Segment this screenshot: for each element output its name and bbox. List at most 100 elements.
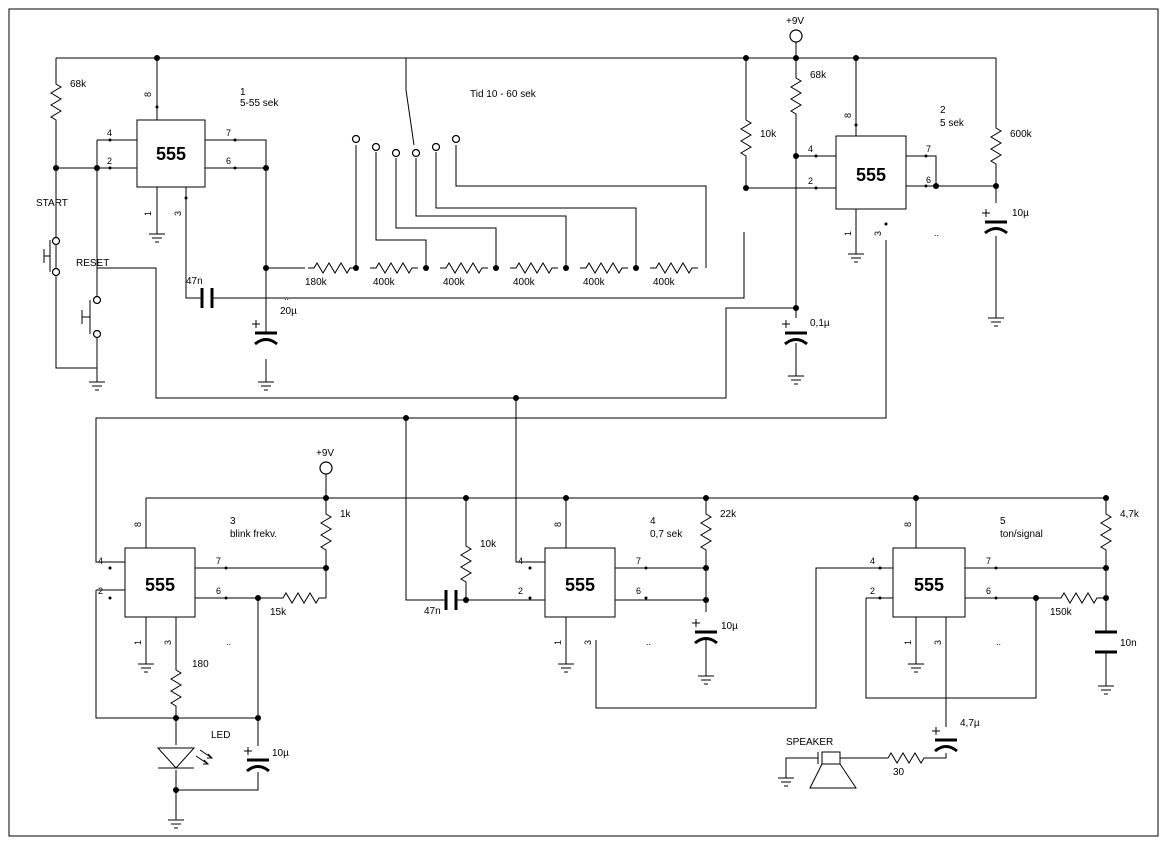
svg-text:3: 3 [173,211,183,216]
label-180: 180 [192,659,209,670]
label-15k: 15k [270,607,287,618]
chip-555-2: 555 [835,135,907,210]
ground-led [167,811,185,829]
label-20u: 20µ [280,306,297,317]
reset-switch [81,295,102,339]
supply-label-bottom: +9V [316,448,334,459]
svg-text:2: 2 [808,176,813,186]
svg-text:8: 8 [903,522,913,527]
reset-label: RESET [76,258,109,269]
label-30: 30 [893,767,905,778]
chip-3-desc: blink frekv. [230,529,277,540]
chip-3-number: 3 [230,516,236,527]
label-10u-4: 10µ [721,621,738,632]
resistor-180k [307,262,357,274]
junctions [53,55,1109,793]
svg-text:4: 4 [107,128,112,138]
svg-text:8: 8 [143,92,153,97]
resistor-4k7 [1100,507,1112,557]
capacitor-0u1 [780,318,809,346]
label-47n-1: 47n [186,276,203,287]
svg-text:2: 2 [98,586,103,596]
svg-text:7: 7 [986,556,991,566]
resistor-15k [276,592,326,604]
time-selector-switch [351,134,461,158]
resistor-180 [170,663,182,713]
svg-text:..: .. [226,637,231,647]
label-400k-4: 400k [583,277,606,288]
svg-text:6: 6 [926,175,931,185]
svg-text:..: .. [996,637,1001,647]
label-400k-5: 400k [653,277,676,288]
wiring [55,42,1107,812]
label-10u-3: 10µ [272,748,289,759]
capacitor-4u7 [930,725,959,753]
svg-text:555: 555 [914,575,944,595]
resistor-400k-1 [369,262,419,274]
svg-text:1: 1 [133,640,143,645]
svg-text:2: 2 [107,156,112,166]
ground-c01u [787,367,805,385]
svg-text:1: 1 [903,640,913,645]
ground-c10n [1097,677,1115,695]
resistor-10k-top [740,113,752,163]
capacitor-10u-4 [690,617,719,645]
svg-text:2: 2 [870,586,875,596]
ground-chip4 [557,655,575,673]
resistor-400k-3 [509,262,559,274]
resistor-1k [320,507,332,557]
label-400k-2: 400k [443,277,466,288]
label-150k: 150k [1050,607,1073,618]
start-switch [43,236,61,277]
resistor-30 [881,752,931,764]
ground-speaker [777,769,795,787]
chip-1-desc: 5-55 sek [240,98,279,109]
time-selector-label: Tid 10 - 60 sek [470,89,537,100]
label-4k7: 4,7k [1120,509,1140,520]
capacitor-47n-4 [442,590,460,610]
svg-text:8: 8 [133,522,143,527]
label-10k-4: 10k [480,539,497,550]
chip-2-number: 2 [940,105,946,116]
ground-c20u [257,373,275,391]
supply-terminal-bottom [319,461,333,475]
ground-chip1 [148,225,166,243]
chip-5-desc: ton/signal [1000,529,1043,540]
label-10n: 10n [1120,638,1137,649]
label-4u7: 4,7µ [960,718,980,729]
svg-text:..: .. [284,292,289,302]
svg-text:3: 3 [933,640,943,645]
svg-text:7: 7 [226,128,231,138]
svg-text:555: 555 [156,144,186,164]
ground-c10u-2 [987,309,1005,327]
svg-text:6: 6 [636,586,641,596]
supply-terminal-top [789,29,803,43]
resistor-68k-top [790,71,802,121]
resistor-400k-5 [649,262,699,274]
svg-text:555: 555 [565,575,595,595]
resistor-10k-4 [460,539,472,589]
svg-text:4: 4 [808,144,813,154]
chip-555-1: 555 [136,119,206,188]
svg-text:7: 7 [636,556,641,566]
svg-text:8: 8 [553,522,563,527]
svg-text:..: .. [934,228,939,238]
capacitor-10u-3 [242,745,271,773]
chip-555-5: 555 [892,547,966,618]
chip-555-3: 555 [124,547,196,618]
svg-text:8: 8 [843,113,853,118]
capacitor-10u-2 [980,207,1009,235]
chip-1-number: 1 [240,87,246,98]
svg-text:3: 3 [583,640,593,645]
svg-text:1: 1 [843,231,853,236]
label-10k-top: 10k [760,129,777,140]
svg-text:1: 1 [143,211,153,216]
chip-4-desc: 0,7 sek [650,529,683,540]
svg-text:4: 4 [98,556,103,566]
svg-text:555: 555 [145,575,175,595]
svg-text:2: 2 [518,586,523,596]
pin-numbers: 8 4 2 7 6 1 3 .. 8 4 2 7 6 1 3 .. 8 4 2 … [98,92,1001,647]
svg-text:7: 7 [216,556,221,566]
label-47n-4: 47n [424,606,441,617]
ground-chip2 [847,245,865,263]
